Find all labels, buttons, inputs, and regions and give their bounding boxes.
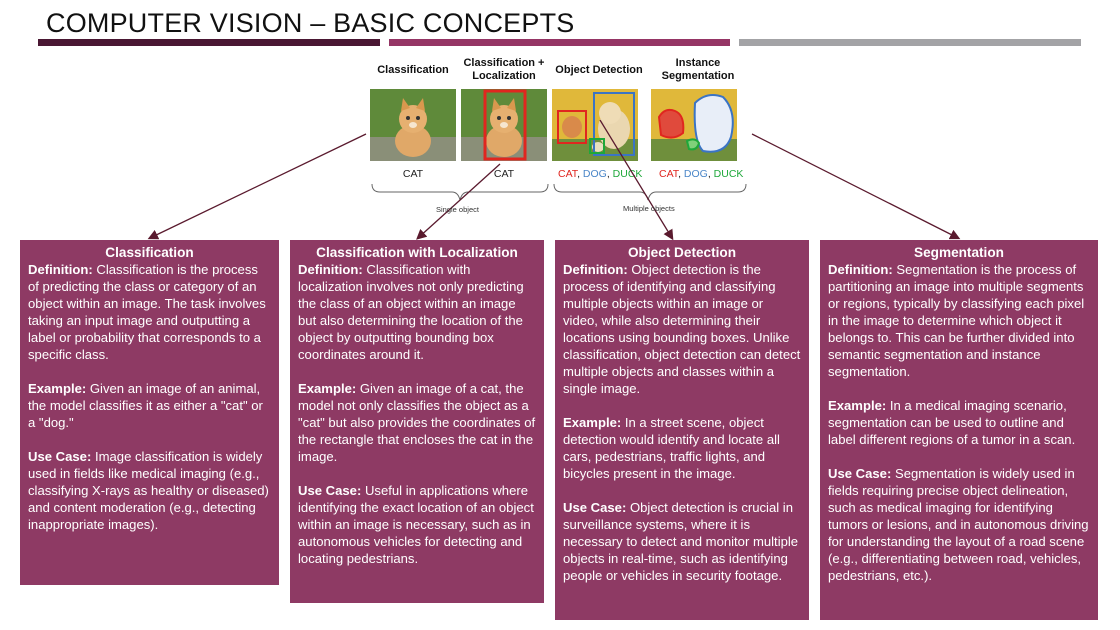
example-text: In a street scene, object detection woul…: [563, 415, 780, 481]
label-instance-segmentation: CAT, DOG, DUCK: [651, 168, 751, 180]
use-case-label: Use Case:: [563, 500, 627, 515]
card-title: Classification with Localization: [316, 245, 518, 260]
definition-label: Definition:: [563, 262, 628, 277]
card-use-case: Use Case: Segmentation is widely used in…: [828, 465, 1090, 584]
label-sep: ,: [707, 168, 714, 180]
example-text: In a medical imaging scenario, segmentat…: [828, 398, 1076, 447]
title-underline-dark: [38, 39, 380, 46]
label-sep: ,: [577, 168, 583, 180]
card-title: Classification: [105, 245, 194, 260]
card-example: Example: In a street scene, object detec…: [563, 414, 801, 482]
brace-label-multiple: Multiple objects: [623, 204, 675, 213]
card-definition: Definition: Object detection is the proc…: [563, 261, 801, 397]
definition-text: Object detection is the process of ident…: [563, 262, 801, 396]
use-case-label: Use Case:: [828, 466, 892, 481]
label-classification: CAT: [402, 168, 424, 180]
example-text: Given an image of an animal, the model c…: [28, 381, 263, 430]
label-cat: CAT: [659, 168, 679, 180]
card-definition: Definition: Classification with localiza…: [298, 261, 536, 363]
label-sep: ,: [606, 168, 613, 180]
label-cat: CAT: [558, 168, 578, 180]
card-classification: Classification Definition: Classificatio…: [20, 240, 279, 585]
card-use-case: Use Case: Image classification is widely…: [28, 448, 271, 533]
label-dog: DOG: [683, 168, 708, 180]
slide-title: COMPUTER VISION – BASIC CONCEPTS: [46, 8, 575, 38]
brace-label-single: Single object: [436, 205, 479, 214]
card-classification-localization: Classification with Localization Definit…: [290, 240, 544, 603]
use-case-label: Use Case:: [28, 449, 92, 464]
use-case-text: Image classification is widely used in f…: [28, 449, 269, 532]
cat-localization-image: [461, 89, 547, 161]
cat-image: [370, 89, 456, 161]
card-example: Example: Given an image of an animal, th…: [28, 380, 271, 431]
panel-title-classification: Classification: [377, 64, 449, 76]
card-object-detection: Object Detection Definition: Object dete…: [555, 240, 809, 620]
card-segmentation: Segmentation Definition: Segmentation is…: [820, 240, 1098, 620]
title-underline-magenta: [389, 39, 730, 46]
use-case-text: Object detection is crucial in surveilla…: [563, 500, 799, 583]
definition-label: Definition:: [828, 262, 893, 277]
definition-text: Segmentation is the process of partition…: [828, 262, 1085, 379]
label-dog: DOG: [582, 168, 607, 180]
definition-text: Classification with localization involve…: [298, 262, 524, 362]
use-case-text: Segmentation is widely used in fields re…: [828, 466, 1089, 583]
panel-title-object-detection: Object Detection: [555, 64, 643, 76]
panel-title-classification-localization: Classification + Localization: [463, 57, 545, 82]
definition-label: Definition:: [298, 262, 363, 277]
use-case-label: Use Case:: [298, 483, 362, 498]
instance-segmentation-image: [651, 89, 737, 161]
example-label: Example:: [828, 398, 887, 413]
definition-label: Definition:: [28, 262, 93, 277]
card-example: Example: Given an image of a cat, the mo…: [298, 380, 536, 465]
card-title: Object Detection: [627, 245, 736, 260]
card-title: Segmentation: [914, 245, 1004, 260]
card-definition: Definition: Segmentation is the process …: [828, 261, 1090, 380]
title-underline-gray: [739, 39, 1081, 46]
use-case-text: Useful in applications where identifying…: [298, 483, 534, 566]
card-example: Example: In a medical imaging scenario, …: [828, 397, 1090, 448]
label-duck: DUCK: [713, 168, 744, 180]
definition-text: Classification is the process of predict…: [28, 262, 266, 362]
card-use-case: Use Case: Object detection is crucial in…: [563, 499, 801, 584]
panel-title-instance-segmentation: Instance Segmentation: [661, 57, 735, 82]
example-label: Example:: [563, 415, 622, 430]
card-use-case: Use Case: Useful in applications where i…: [298, 482, 536, 567]
example-text: Given an image of a cat, the model not o…: [298, 381, 536, 464]
label-object-detection: CAT, DOG, DUCK: [552, 168, 652, 180]
card-definition: Definition: Classification is the proces…: [28, 261, 271, 363]
example-label: Example:: [28, 381, 87, 396]
label-localization: CAT: [493, 168, 515, 180]
label-sep: ,: [678, 168, 684, 180]
example-label: Example:: [298, 381, 357, 396]
object-detection-image: [552, 89, 638, 161]
